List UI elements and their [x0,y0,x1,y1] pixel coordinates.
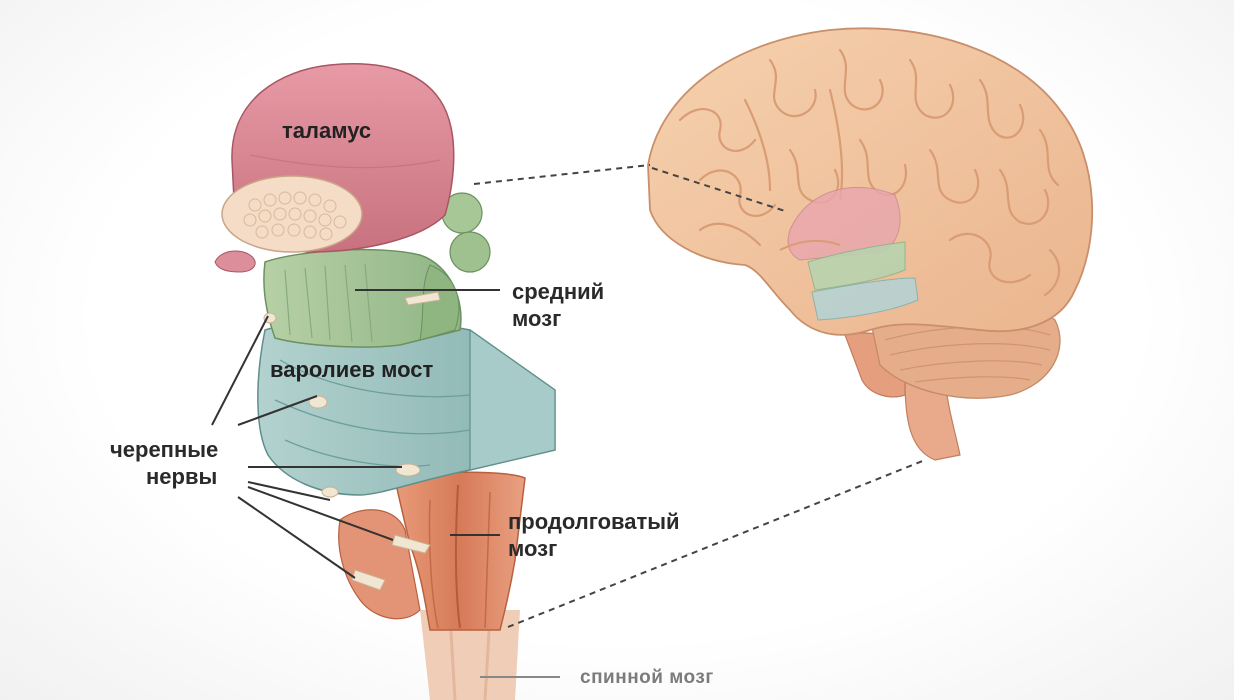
cranial-leader-6 [238,497,355,578]
whole-brain-illustration [648,28,1092,460]
midbrain-label-line2: мозг [512,305,561,332]
midbrain-label-line1: средний [512,278,604,305]
medulla-label-line1: продолговатый [508,508,680,535]
cranial-nerves-label-line1: черепные [110,436,218,463]
lower-connector [508,460,925,627]
upper-connector [474,165,650,184]
thalamus-label: таламус [282,117,371,144]
medulla-label-line2: мозг [508,535,557,562]
spinal-cord-label: спинной мозг [580,664,714,691]
pons-label: варолиев мост [270,356,433,383]
cranial-nerves-label-line2: нервы [146,463,217,490]
cut-surface-shape [222,176,362,252]
